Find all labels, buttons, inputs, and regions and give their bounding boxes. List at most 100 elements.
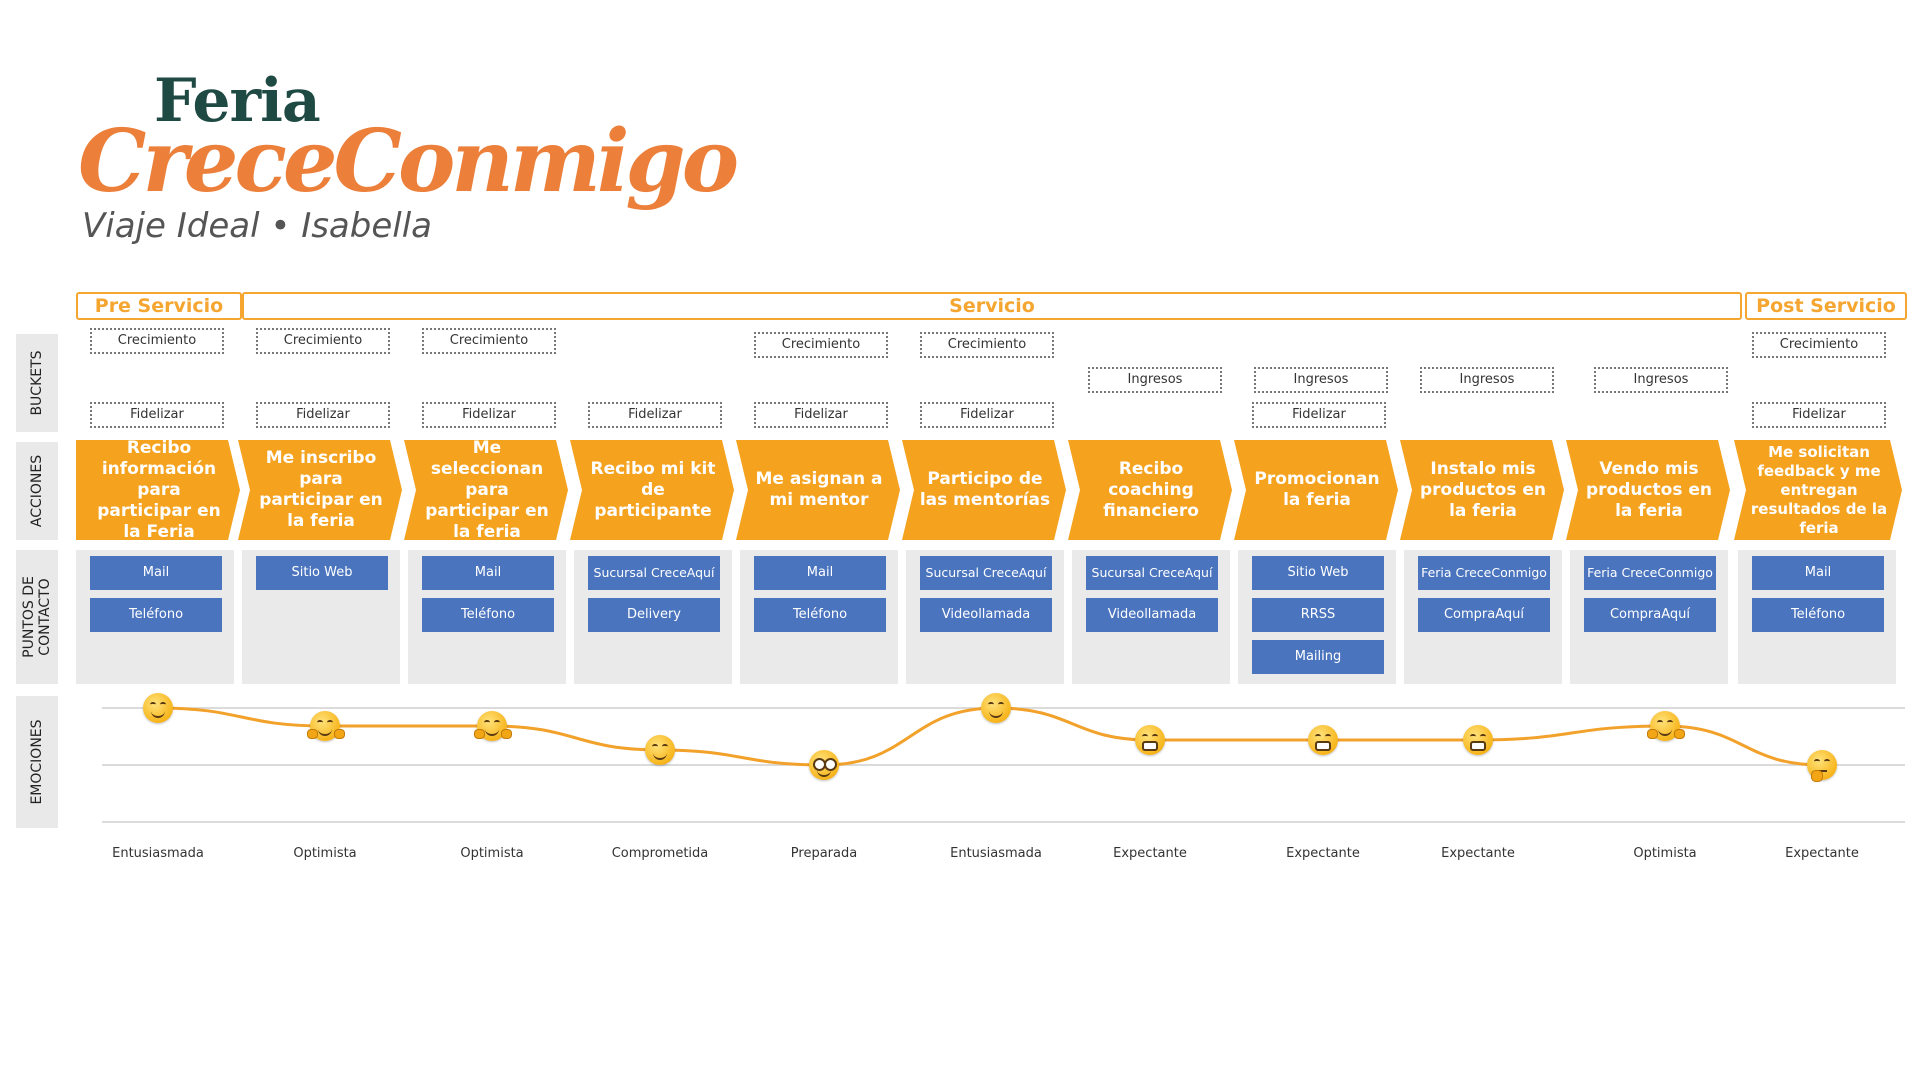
touchpoint-chip: Mailing [1252, 640, 1384, 674]
bucket-crecimiento: Crecimiento [256, 328, 390, 354]
action-step: Participo de las mentorías [902, 440, 1066, 540]
bucket-fidelizar: Fidelizar [256, 402, 390, 428]
bucket-crecimiento: Crecimiento [920, 332, 1054, 358]
brand-feria-text: Feria [154, 66, 321, 136]
grimace-icon [1135, 725, 1165, 755]
emoji-hand [1647, 729, 1658, 739]
bucket-fidelizar: Fidelizar [1752, 402, 1886, 428]
emoji-eye [1142, 734, 1148, 739]
emoji-eye [1480, 734, 1486, 739]
emotion-label: Comprometida [611, 846, 709, 861]
smile-icon [143, 693, 173, 723]
bucket-crecimiento: Crecimiento [422, 328, 556, 354]
action-step: Recibo mi kit de participante [570, 440, 734, 540]
emoji-mouth [485, 727, 499, 736]
emotion-label: Expectante [1441, 846, 1515, 861]
touchpoint-chip: Sucursal CreceAquí [920, 556, 1052, 590]
emoji-mouth [151, 709, 165, 718]
emoji-mouth [1142, 741, 1158, 751]
touchpoint-chip: Feria CreceConmigo [1584, 556, 1716, 590]
touchpoint-chip: Teléfono [422, 598, 554, 632]
emoji-hand [334, 729, 345, 739]
bucket-crecimiento: Crecimiento [754, 332, 888, 358]
smile-icon [645, 735, 675, 765]
row-label-buckets: BUCKETS [16, 334, 58, 432]
smile-icon [981, 693, 1011, 723]
touchpoint-chip: Teléfono [90, 598, 222, 632]
emoji-hand [474, 729, 485, 739]
touchpoint-chip: RRSS [1252, 598, 1384, 632]
touchpoint-chip: Delivery [588, 598, 720, 632]
action-step: Me solicitan feedback y me entregan resu… [1734, 440, 1902, 540]
brand-logo: Feria CreceConmigo [78, 66, 739, 216]
emoji-eye [1325, 734, 1331, 739]
emoji-eye [1667, 720, 1673, 725]
emoji-eye [160, 702, 166, 707]
touchpoint-chip: Mail [1752, 556, 1884, 590]
action-step: Me seleccionan para participar en la fer… [404, 440, 568, 540]
action-step: Vendo mis productos en la feria [1566, 440, 1730, 540]
emotion-label: Entusiasmada [950, 846, 1042, 861]
action-step: Recibo coaching financiero [1068, 440, 1232, 540]
emoji-eye [1824, 759, 1830, 764]
emoji-eye [1470, 734, 1476, 739]
bucket-fidelizar: Fidelizar [1252, 402, 1386, 428]
emoji-mouth [817, 768, 831, 777]
nerd-icon [809, 750, 839, 780]
touchpoint-chip: CompraAquí [1584, 598, 1716, 632]
bucket-fidelizar: Fidelizar [920, 402, 1054, 428]
bucket-fidelizar: Fidelizar [754, 402, 888, 428]
bucket-fidelizar: Fidelizar [90, 402, 224, 428]
emoji-eye [1657, 720, 1663, 725]
emoji-mouth [1315, 741, 1331, 751]
emoji-eye [494, 720, 500, 725]
touchpoint-chip: Teléfono [1752, 598, 1884, 632]
emoji-eye [150, 702, 156, 707]
touchpoint-chip: CompraAquí [1418, 598, 1550, 632]
page-subtitle: Viaje Ideal • Isabella [82, 206, 432, 246]
action-step: Me inscribo para participar en la feria [238, 440, 402, 540]
bucket-crecimiento: Crecimiento [1752, 332, 1886, 358]
emoji-eye [327, 720, 333, 725]
emotion-label: Expectante [1286, 846, 1360, 861]
emoji-eye [998, 702, 1004, 707]
action-step: Promocionan la feria [1234, 440, 1398, 540]
action-step: Instalo mis productos en la feria [1400, 440, 1564, 540]
bucket-crecimiento: Crecimiento [90, 328, 224, 354]
emoji-mouth [653, 751, 667, 760]
emotion-label: Optimista [1633, 846, 1697, 861]
emoji-eye [317, 720, 323, 725]
grimace-icon [1308, 725, 1338, 755]
hug-icon [1647, 711, 1685, 741]
emotion-label: Preparada [790, 846, 858, 861]
emotion-label: Entusiasmada [112, 846, 204, 861]
emotion-label: Expectante [1113, 846, 1187, 861]
row-label-acciones: ACCIONES [16, 442, 58, 540]
emoji-eye [652, 744, 658, 749]
action-step: Me asignan a mi mentor [736, 440, 900, 540]
touchpoint-chip: Sucursal CreceAquí [1086, 556, 1218, 590]
hug-icon [474, 711, 512, 741]
touchpoint-chip: Sitio Web [256, 556, 388, 590]
emotion-label: Optimista [293, 846, 357, 861]
emoji-hand [307, 729, 318, 739]
bucket-ingresos: Ingresos [1420, 367, 1554, 393]
phase-post-servicio: Post Servicio [1745, 292, 1907, 320]
grimace-icon [1463, 725, 1493, 755]
bucket-ingresos: Ingresos [1254, 367, 1388, 393]
touchpoint-chip: Teléfono [754, 598, 886, 632]
emotion-label: Optimista [460, 846, 524, 861]
action-step: Recibo información para participar en la… [76, 440, 240, 540]
emotion-label: Expectante [1785, 846, 1859, 861]
touchpoint-chip: Feria CreceConmigo [1418, 556, 1550, 590]
emoji-eye [1315, 734, 1321, 739]
emoji-hand [1811, 770, 1823, 782]
touchpoint-chip: Sitio Web [1252, 556, 1384, 590]
row-label-emociones: EMOCIONES [16, 696, 58, 828]
touchpoint-chip: Mail [90, 556, 222, 590]
phase-pre-servicio: Pre Servicio [76, 292, 242, 320]
thinking-icon [1807, 750, 1837, 782]
bucket-ingresos: Ingresos [1594, 367, 1728, 393]
emoji-eye [484, 720, 490, 725]
